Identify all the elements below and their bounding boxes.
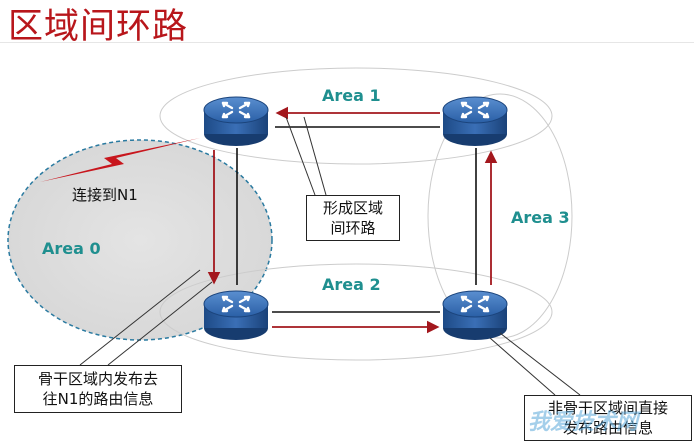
callout-pointer-loop: [285, 116, 316, 196]
callout-pointer-backbone: [107, 281, 213, 366]
links: [236, 126, 477, 313]
callout-pointer-loop: [303, 116, 327, 196]
area1-label: Area 1: [322, 86, 381, 105]
loop-callout-line1: 形成区域: [322, 199, 383, 217]
router-icon: [441, 289, 509, 342]
backbone-callout: 骨干区域内发布去 往N1的路由信息: [14, 365, 182, 413]
title-divider: [0, 42, 694, 43]
callout-pointer-nonbackbone: [499, 332, 581, 396]
watermark-logo: 我爱技术网: [528, 410, 639, 435]
lightning-label: 连接到N1: [72, 186, 138, 204]
area0-label: Area 0: [42, 239, 101, 258]
area1-region: [159, 67, 553, 165]
callout-pointer-nonbackbone: [489, 337, 556, 396]
nonbackbone-callout-line1: 非骨干区域间直接: [547, 399, 668, 417]
page-title: 区域间环路: [8, 7, 189, 47]
area2-label: Area 2: [322, 275, 381, 294]
router-icon: [202, 95, 270, 148]
nonbackbone-callout-line2: 发布路由信息: [562, 419, 653, 437]
backbone-callout-line2: 往N1的路由信息: [42, 390, 154, 408]
loop-callout: 形成区域 间环路: [306, 195, 400, 241]
nonbackbone-callout: 非骨干区域间直接 发布路由信息: [524, 395, 692, 441]
area3-label: Area 3: [511, 208, 570, 227]
loop-callout-line2: 间环路: [330, 219, 376, 237]
area2-region: [159, 263, 553, 361]
callout-pointer-backbone: [79, 269, 201, 366]
router-icon: [441, 95, 509, 148]
router-icon: [202, 289, 270, 342]
area3-region: [427, 93, 573, 339]
backbone-callout-line1: 骨干区域内发布去: [37, 370, 158, 388]
